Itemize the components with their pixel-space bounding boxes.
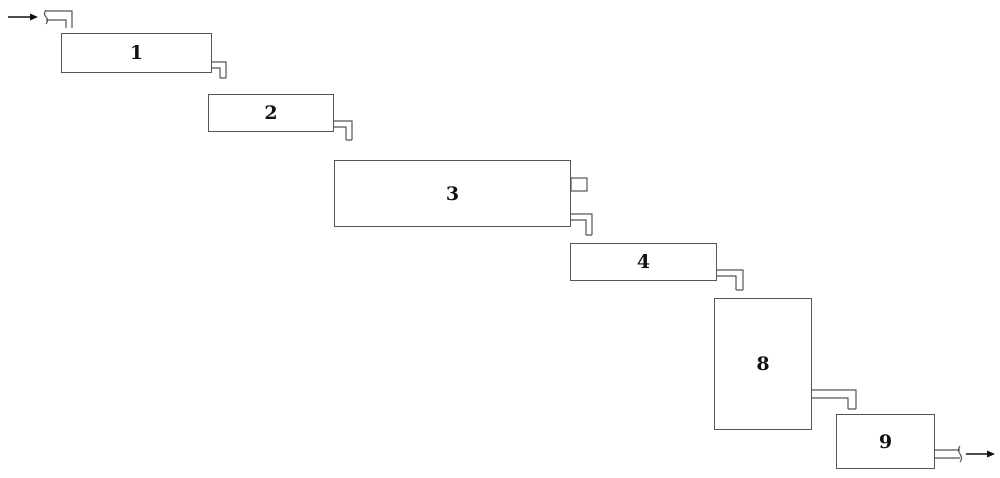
side-port-3 [570,177,588,192]
outlet-pipe-2 [334,120,353,141]
process-unit-8: 8 [714,298,812,430]
unit-label-1: 1 [129,42,144,64]
inlet-arrow [8,13,38,21]
outlet-pipe-9 [935,445,963,463]
outlet-arrow [966,450,995,458]
unit-label-9: 9 [878,430,893,453]
process-unit-2: 2 [208,94,334,132]
unit-label-2: 2 [264,102,278,124]
outlet-pipe-1 [212,61,227,79]
unit-label-3: 3 [445,182,460,205]
process-unit-4: 4 [570,243,717,281]
process-unit-9: 9 [836,414,935,469]
unit-label-8: 8 [756,353,770,375]
process-unit-1: 1 [61,33,212,73]
process-unit-3: 3 [334,160,571,227]
outlet-pipe-4 [717,269,744,291]
inlet-pipe [43,9,73,28]
outlet-pipe-3 [571,213,593,236]
unit-label-4: 4 [636,251,651,273]
outlet-pipe-8 [812,389,857,410]
